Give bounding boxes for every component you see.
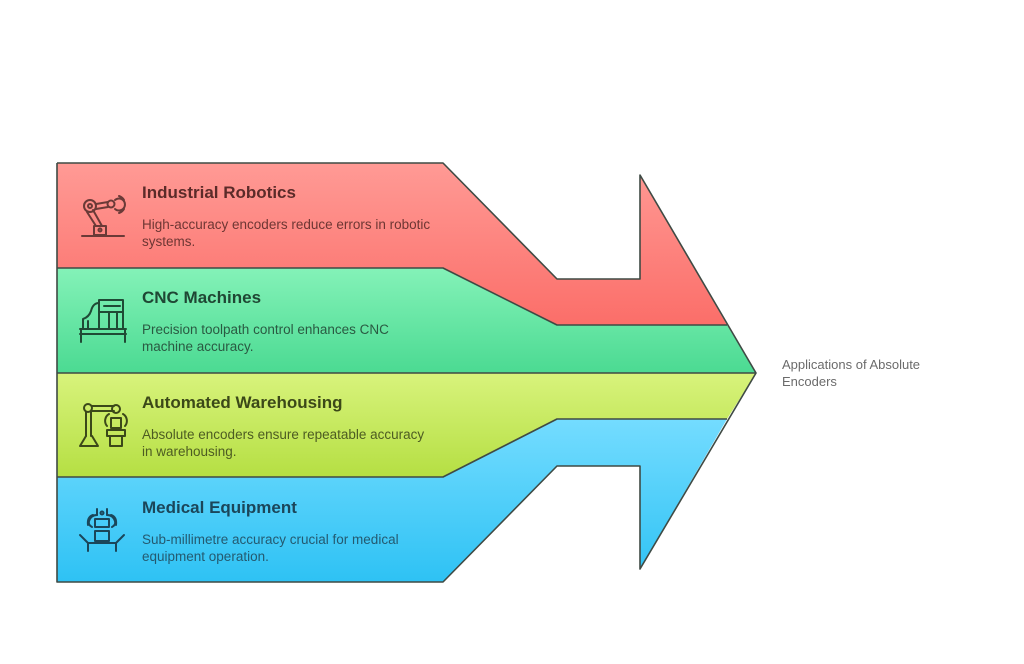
band-title-cnc-machines: CNC Machines bbox=[142, 288, 262, 307]
band-cnc-machines bbox=[57, 268, 756, 373]
band-industrial-robotics bbox=[57, 163, 727, 325]
band-automated-warehousing bbox=[57, 373, 756, 477]
divider-1 bbox=[57, 267, 727, 326]
warehouse-robot-icon bbox=[76, 400, 130, 450]
divider-3 bbox=[57, 418, 727, 478]
cnc-machine-icon bbox=[76, 295, 130, 345]
band-title-automated-warehousing: Automated Warehousing bbox=[142, 393, 343, 412]
band-desc-cnc-machines: Precision toolpath control enhances CNC … bbox=[142, 322, 389, 354]
surgical-robot-icon bbox=[76, 505, 130, 555]
band-medical-equipment bbox=[57, 419, 727, 582]
band-title-industrial-robotics: Industrial Robotics bbox=[142, 183, 296, 202]
band-title-medical-equipment: Medical Equipment bbox=[142, 498, 297, 517]
band-desc-medical-equipment: Sub-millimetre accuracy crucial for medi… bbox=[142, 532, 399, 564]
outer-outline bbox=[56, 162, 757, 583]
band-desc-industrial-robotics: High-accuracy encoders reduce errors in … bbox=[142, 217, 431, 249]
diagram-summary-label: Applications of Absolute Encoders bbox=[782, 357, 921, 389]
robotic-arm-icon bbox=[76, 190, 130, 240]
band-desc-automated-warehousing: Absolute encoders ensure repeatable accu… bbox=[142, 427, 425, 459]
